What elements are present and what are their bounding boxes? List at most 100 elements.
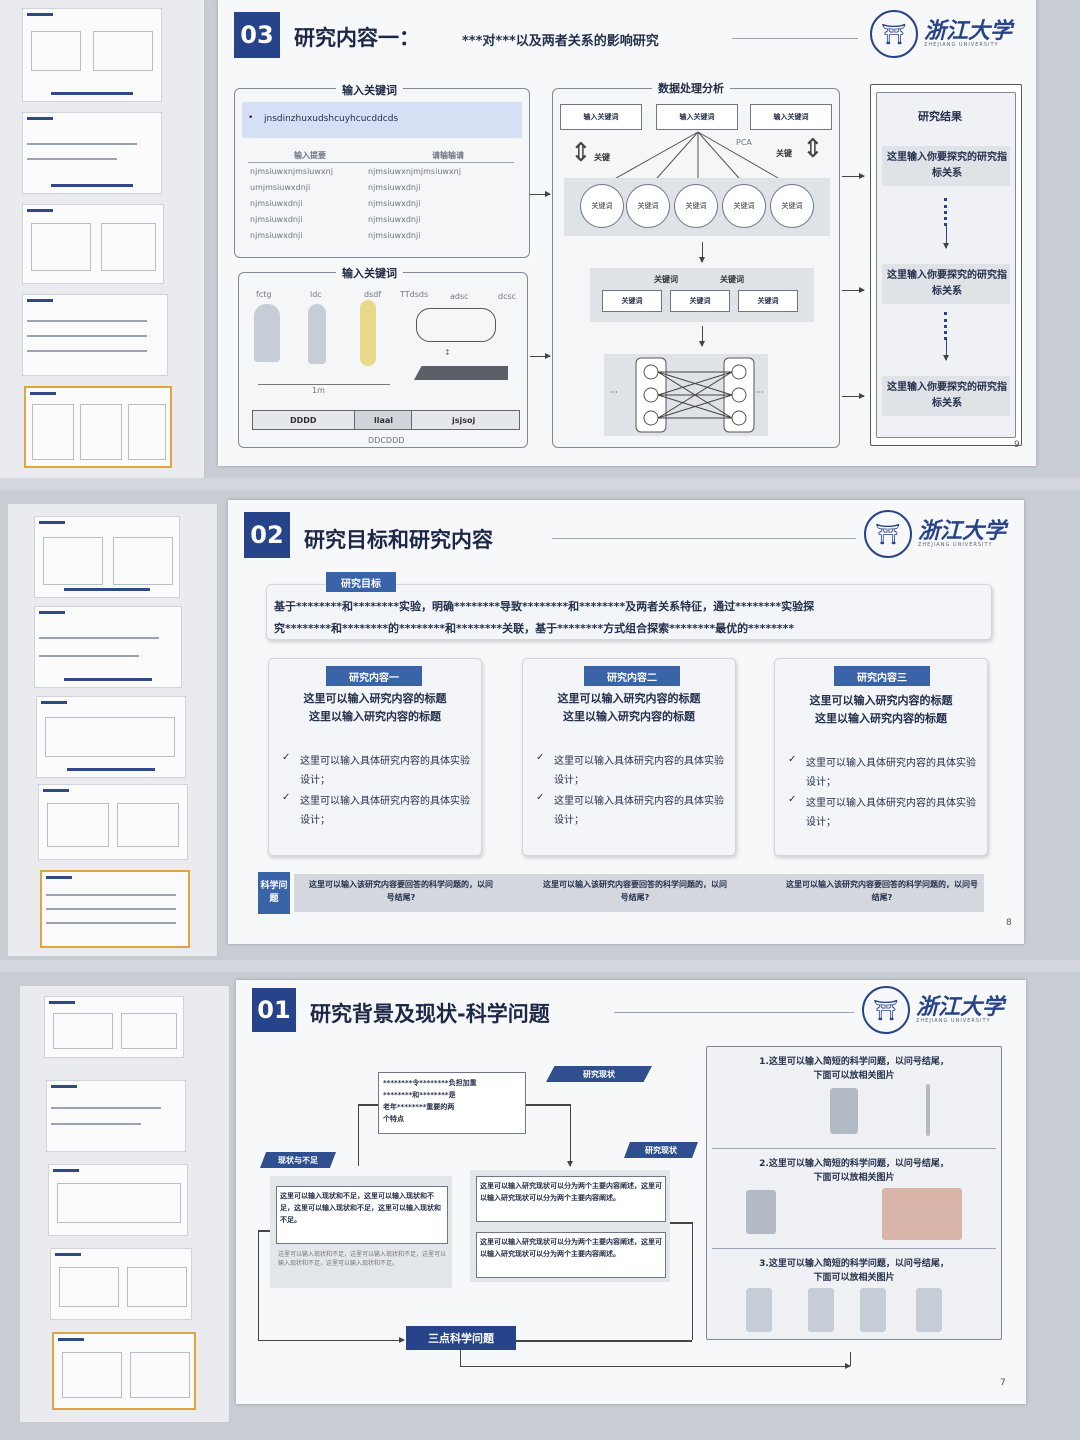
content-card <box>268 658 482 856</box>
walking-figure-image <box>254 304 280 362</box>
slide-thumbnail[interactable] <box>50 1248 192 1320</box>
content-tag: 研究内容三 <box>834 666 930 686</box>
question-text: 下面可以放相关图片 <box>813 1273 895 1283</box>
science-question-bar <box>294 874 984 912</box>
content-bullet: 这里可以输入具体研究内容的具体实验设计； <box>554 796 724 826</box>
table-divider <box>248 162 514 163</box>
slide-thumbnail[interactable] <box>36 696 186 778</box>
goal-tag: 研究目标 <box>326 572 396 592</box>
thumbnail-sidebar-top[interactable] <box>0 0 205 478</box>
shortage-box: 这里可以输入现状和不足，这里可以输入现状和不足，这里可以输入现状和不足，这里可以… <box>276 1186 448 1244</box>
input-node: 输入关键词 <box>656 104 738 130</box>
status-box: 这里可以输入研究现状可以分为两个主要内容阐述，这里可以输入研究现状可以分为两个主… <box>476 1232 666 1278</box>
content-title: 这里以输入研究内容的标题 <box>309 710 441 723</box>
keyword-box: 关键词 <box>738 290 798 312</box>
slide-thumbnail[interactable] <box>22 204 164 284</box>
slide-thumbnail-selected[interactable] <box>24 386 172 468</box>
check-icon: ✓ <box>536 792 545 803</box>
measure-label: 1m <box>312 386 325 395</box>
content-tag: 研究内容一 <box>326 666 422 686</box>
content-title: 这里以输入研究内容的标题 <box>815 712 947 725</box>
slide-thumbnail-selected[interactable] <box>40 870 190 948</box>
connector-line <box>460 1350 461 1366</box>
page-subtitle: ***对***以及两者关系的影响研究 <box>462 34 659 49</box>
slide-thumbnail[interactable] <box>34 516 180 598</box>
slide-thumbnail[interactable] <box>34 606 182 688</box>
keyword-node: 关键词 <box>580 184 624 228</box>
check-icon: ✓ <box>282 792 291 803</box>
slide-thumbnail[interactable] <box>46 1080 186 1152</box>
panel-label: 数据处理分析 <box>652 80 730 96</box>
slide-thumbnail[interactable] <box>44 996 184 1058</box>
pca-label: PCA <box>736 138 752 147</box>
question-divider <box>712 1248 996 1249</box>
gait-label: dsdf <box>364 290 382 299</box>
seal-icon: ⛩ <box>862 986 910 1034</box>
logo-name: 浙江大学 <box>918 518 1007 544</box>
logo-sub: ZHEJIANG UNIVERSITY <box>916 1018 991 1024</box>
keyword-node: 关键词 <box>722 184 766 228</box>
science-question: 这里可以输入该研究内容要回答的科学问题的，以问号结尾? <box>309 880 493 902</box>
content-title: 这里可以输入研究内容的标题 <box>303 692 447 705</box>
title-divider <box>552 538 856 539</box>
connector-line <box>692 1222 693 1340</box>
panel-label: 输入关键词 <box>336 265 403 281</box>
bar-label: jsjsoj <box>452 416 476 425</box>
network-connections <box>601 131 793 187</box>
page-number: 9 <box>1014 440 1020 450</box>
slide-thumbnail[interactable] <box>48 1164 188 1236</box>
walking-figure-image <box>360 300 376 366</box>
bullet-icon: • <box>248 113 254 123</box>
gait-label: TTdsds <box>400 290 429 299</box>
thumbnail-sidebar-mid[interactable] <box>8 504 218 956</box>
page-title: 研究内容一： <box>294 26 420 50</box>
neural-network-diagram <box>635 357 755 433</box>
status-tag: 研究现状 <box>546 1066 652 1082</box>
arrow-down-icon <box>699 326 705 347</box>
question-image <box>808 1288 834 1332</box>
highlight-text: jnsdinzhuxudshcuyhcucddcds <box>264 114 399 124</box>
page-number: 8 <box>1006 918 1012 928</box>
connector-line <box>358 1104 359 1166</box>
table-cell: njmsiuwxdnji <box>250 231 303 240</box>
logo-name: 浙江大学 <box>924 18 1013 44</box>
status-tag: 现状与不足 <box>260 1152 336 1168</box>
content-title: 这里以输入研究内容的标题 <box>563 710 695 723</box>
problem-line: 老年********重要的两 <box>383 1103 455 1111</box>
arrow-right-icon <box>530 191 551 197</box>
table-cell: umjmsiuwxdnji <box>250 183 311 192</box>
arrow-right-icon <box>258 1337 405 1343</box>
section-number: 03 <box>234 12 280 58</box>
bar-label: DDDD <box>290 416 317 425</box>
question-image <box>830 1088 858 1134</box>
section-number: 02 <box>244 512 290 558</box>
keyword-node: 关键词 <box>674 184 718 228</box>
slide-thumbnail[interactable] <box>22 294 168 376</box>
science-question-tag: 三点科学问题 <box>406 1326 516 1350</box>
content-title: 这里可以输入研究内容的标题 <box>809 694 953 707</box>
table-cell: njmsiuwxdnji <box>368 231 421 240</box>
logo-name: 浙江大学 <box>916 994 1005 1020</box>
table-cell: njmsiuwxnjmjmsiuwxnj <box>368 167 461 176</box>
slide-thumbnail[interactable] <box>22 112 162 194</box>
side-label: 关键 <box>776 149 792 158</box>
treadmill-image <box>414 366 508 380</box>
arrow-down-icon <box>943 226 949 249</box>
connector-line <box>850 1352 851 1366</box>
slide-thumbnail[interactable] <box>22 8 162 102</box>
logo-sub: ZHEJIANG UNIVERSITY <box>918 542 993 548</box>
result-item <box>882 376 1010 416</box>
shortage-note: 这里可以输入现状和不足，这里可以输入现状和不足，这里可以输入现状和不足，这里可以… <box>278 1251 447 1267</box>
thumbnail-sidebar-bot[interactable] <box>20 986 230 1422</box>
seal-icon: ⛩ <box>870 10 918 58</box>
slide-thumbnail-selected[interactable] <box>52 1332 196 1410</box>
question-text: 1.这里可以输入简短的科学问题，以问号结尾， <box>759 1057 949 1067</box>
content-bullet: 这里可以输入具体研究内容的具体实验设计； <box>554 756 724 786</box>
title-divider <box>614 1012 854 1013</box>
slide-thumbnail[interactable] <box>38 784 188 860</box>
question-image <box>916 1288 942 1332</box>
